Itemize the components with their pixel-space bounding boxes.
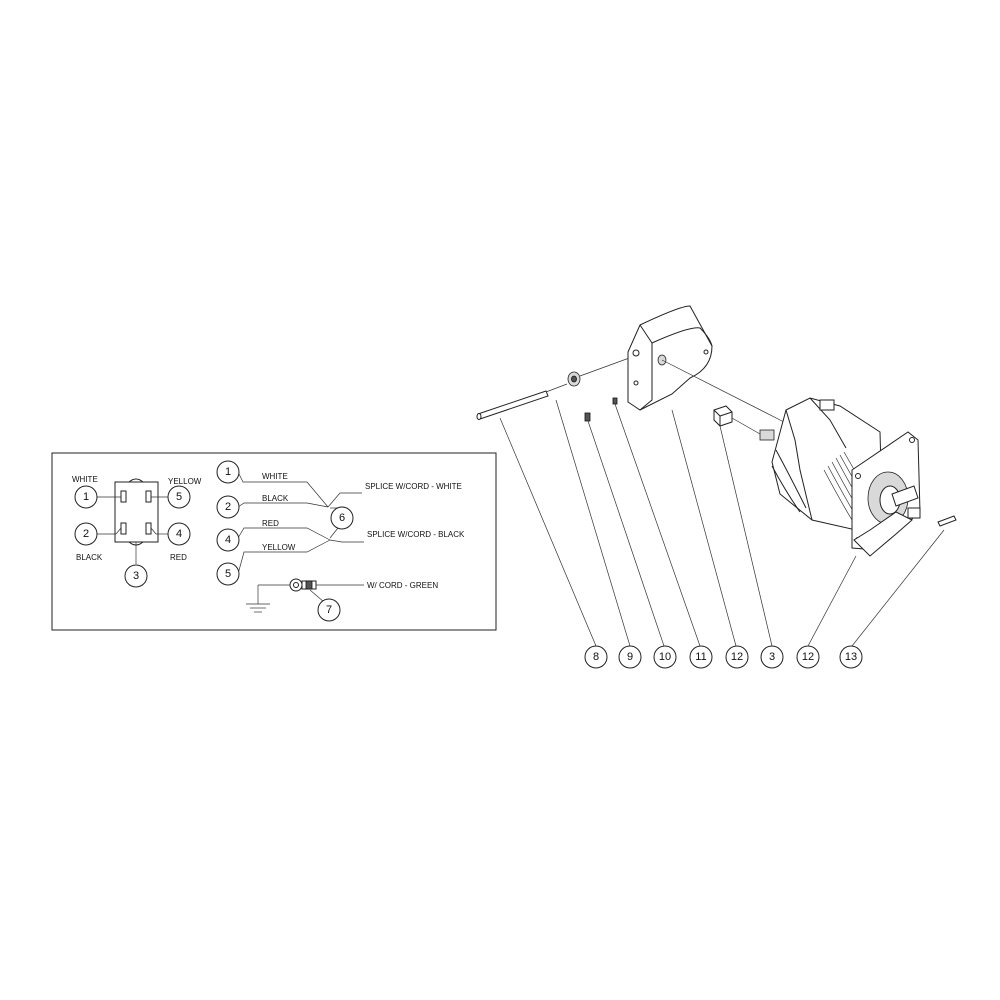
label-black: BLACK	[76, 553, 103, 562]
screw-10	[584, 412, 591, 422]
grommet	[567, 356, 633, 387]
callout-number: 13	[845, 651, 857, 663]
callout-bubble	[216, 460, 240, 484]
callout-bubble	[124, 564, 148, 588]
callout-number: 10	[659, 651, 671, 663]
callout-number: 4	[176, 528, 182, 540]
motor-connector	[713, 405, 761, 435]
callout-bubble	[653, 645, 677, 669]
callout-bubble	[839, 645, 863, 669]
callout-bubble	[74, 522, 98, 546]
screw-11	[612, 397, 618, 405]
label-yellow: YELLOW	[168, 477, 202, 486]
callout-number: 5	[225, 568, 231, 580]
callout-number: 2	[83, 528, 89, 540]
label-white: WHITE	[72, 475, 98, 484]
callout-number: 4	[225, 534, 231, 546]
wire-label: WHITE	[262, 472, 288, 481]
callout-number: 8	[593, 651, 599, 663]
callout-bubble	[216, 562, 240, 586]
wire-label: YELLOW	[262, 543, 296, 552]
callout-bubble	[317, 598, 341, 622]
ring-terminal	[289, 578, 364, 592]
callout-number: 3	[769, 651, 775, 663]
callout-number: 12	[802, 651, 814, 663]
callout-number: 6	[339, 512, 345, 524]
callout-bubble	[796, 645, 820, 669]
callout-number: 3	[133, 570, 139, 582]
ground-symbol	[246, 584, 290, 613]
key-pin	[937, 515, 957, 527]
callout-number: 1	[83, 491, 89, 503]
callout-bubble	[216, 528, 240, 552]
callout-bubble	[74, 485, 98, 509]
callout-bubble	[689, 645, 713, 669]
callout-number: 12	[731, 651, 743, 663]
splice-wires	[237, 471, 364, 575]
callout-number: 7	[326, 604, 332, 616]
callout-bubble	[618, 645, 642, 669]
callout-number: 2	[225, 501, 231, 513]
label-red: RED	[170, 553, 187, 562]
callout-bubble	[725, 645, 749, 669]
ground-label: W/ CORD - GREEN	[367, 581, 438, 590]
callout-bubble	[167, 522, 191, 546]
wire-label: BLACK	[262, 494, 289, 503]
callout-number: 1	[225, 466, 231, 478]
splice-black-label: SPLICE W/CORD - BLACK	[367, 530, 465, 539]
shaft-pin	[476, 383, 568, 420]
exploded-callouts: 8 9 10 11 12 3 12 13	[584, 645, 863, 669]
callout-bubble	[760, 645, 784, 669]
callout-bubble	[216, 495, 240, 519]
callout-leaders	[499, 399, 945, 647]
wire-label: RED	[262, 519, 279, 528]
callout-bubble	[584, 645, 608, 669]
callout-bubble	[330, 506, 354, 530]
motor	[759, 397, 921, 557]
splice-white-label: SPLICE W/CORD - WHITE	[365, 482, 462, 491]
motor-cover	[627, 305, 787, 424]
callout-number: 11	[695, 651, 706, 663]
callout-number: 5	[176, 491, 182, 503]
callout-number: 9	[627, 651, 633, 663]
callout-bubble	[167, 485, 191, 509]
